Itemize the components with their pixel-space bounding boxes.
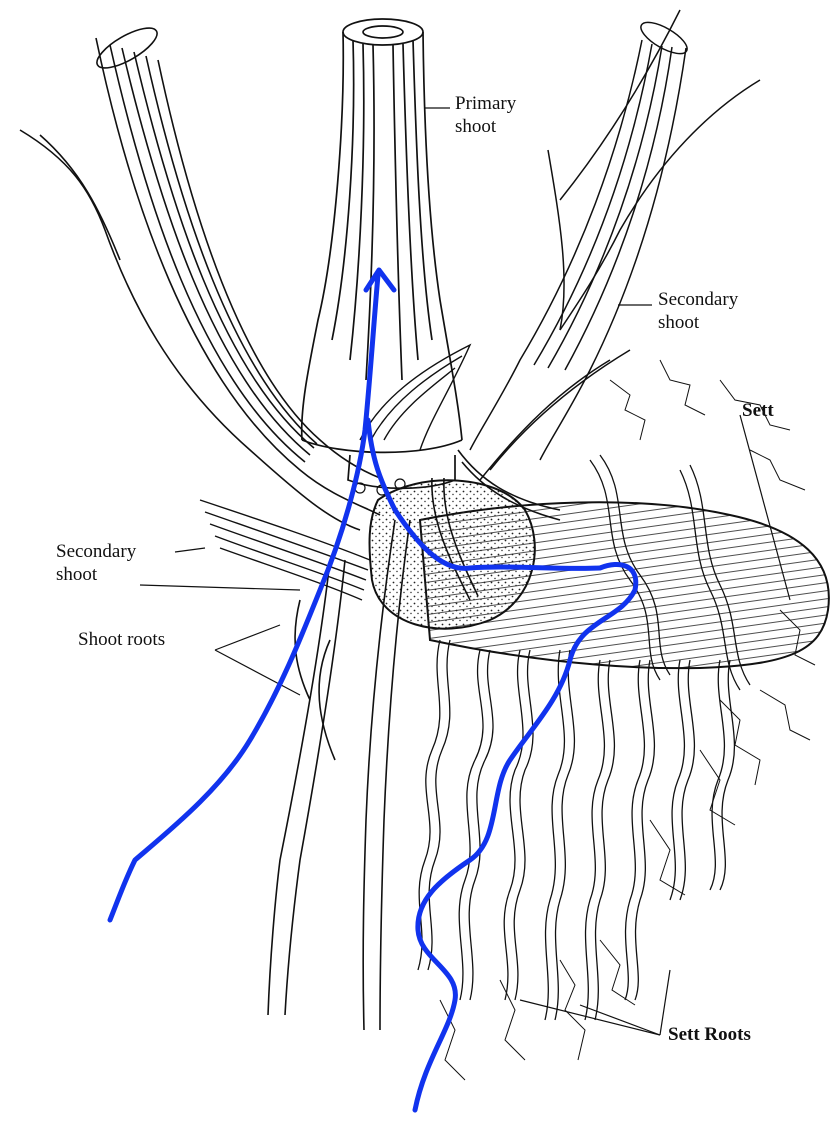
- label-secondary-shoot-left: Secondary shoot: [56, 540, 136, 586]
- label-sett-roots: Sett Roots: [668, 1024, 751, 1046]
- label-primary-shoot: Primary shoot: [455, 92, 516, 138]
- label-secondary-shoot-left-line1: Secondary: [56, 540, 136, 563]
- label-sett: Sett: [742, 400, 774, 422]
- label-secondary-shoot-left-line2: shoot: [56, 563, 136, 586]
- label-primary-shoot-line1: Primary: [455, 92, 516, 115]
- blue-path-arrows: [110, 275, 636, 1110]
- right-secondary-shoot-stem: [470, 10, 760, 480]
- primary-shoot-stem: [302, 19, 462, 488]
- label-secondary-shoot-right-line2: shoot: [658, 311, 738, 334]
- label-primary-shoot-line2: shoot: [455, 115, 516, 138]
- label-secondary-shoot-right: Secondary shoot: [658, 288, 738, 334]
- primary-leaf-sheath: [360, 345, 470, 450]
- label-secondary-shoot-right-line1: Secondary: [658, 288, 738, 311]
- label-shoot-roots: Shoot roots: [78, 628, 165, 651]
- left-blue-path: [110, 275, 378, 920]
